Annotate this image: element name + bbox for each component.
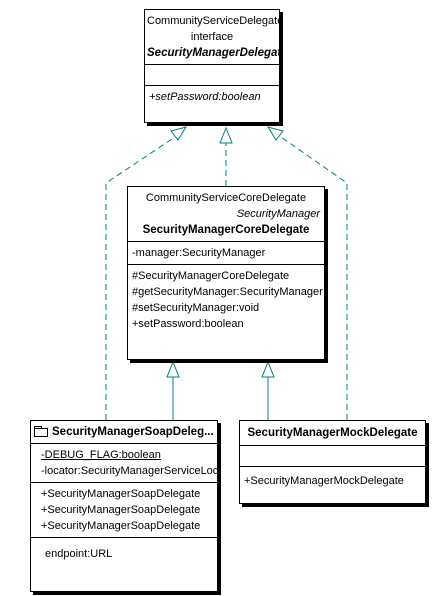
realization-arrowhead-soap	[170, 126, 188, 141]
operations-section: +setPassword:boolean	[145, 85, 279, 108]
kind-label: interface	[190, 31, 234, 43]
stereotype-label: CommunityServiceCoreDelegate	[145, 192, 307, 204]
class-header: CommunityServiceDelegate interface Secur…	[145, 10, 279, 64]
attributes-section	[240, 445, 425, 466]
class-header: CommunityServiceCoreDelegate SecurityMan…	[128, 187, 324, 241]
property-item: endpoint:URL	[45, 548, 113, 560]
operation-item: +setPassword:boolean	[149, 91, 261, 103]
realization-mock-to-interface	[277, 134, 348, 420]
class-name: SecurityManagerMockDelegate	[247, 427, 418, 439]
attributes-section: -DEBUG_FLAG:boolean -locator:SecurityMan…	[31, 443, 217, 482]
operation-item: #setSecurityManager:void	[132, 302, 260, 314]
generalization-arrowhead-soap	[166, 360, 180, 378]
class-header: SecurityManagerMockDelegate	[240, 421, 425, 445]
operation-item: +SecurityManagerSoapDelegate	[41, 488, 201, 500]
operation-item: +SecurityManagerSoapDelegate	[41, 520, 201, 532]
realization-soap-to-interface	[105, 134, 179, 420]
collapse-toggle-icon[interactable]	[34, 425, 48, 437]
attributes-section: -manager:SecurityManager	[128, 241, 324, 264]
class-security-manager-soap-delegate[interactable]: SecurityManagerSoapDeleg... -DEBUG_FLAG:…	[30, 420, 218, 592]
operation-item: #SecurityManagerCoreDelegate	[132, 270, 290, 282]
operation-item: #getSecurityManager:SecurityManager	[132, 286, 323, 298]
class-security-manager-delegate[interactable]: CommunityServiceDelegate interface Secur…	[144, 9, 280, 123]
properties-section: endpoint:URL	[31, 537, 217, 565]
class-name: SecurityManagerSoapDeleg...	[52, 426, 214, 438]
attributes-section	[145, 64, 279, 85]
attribute-item: -locator:SecurityManagerServiceLocator	[41, 465, 218, 477]
operation-item: +SecurityManagerMockDelegate	[244, 475, 404, 487]
generalization-arrowhead-mock	[261, 360, 275, 378]
operations-section: +SecurityManagerSoapDelegate +SecurityMa…	[31, 482, 217, 537]
class-header: SecurityManagerSoapDeleg...	[31, 421, 217, 443]
realization-arrowhead-core	[219, 126, 233, 144]
realization-arrowhead-mock	[266, 126, 284, 141]
class-security-manager-core-delegate[interactable]: CommunityServiceCoreDelegate SecurityMan…	[127, 186, 325, 360]
secondary-label: SecurityManager	[236, 208, 320, 220]
class-name: SecurityManagerCoreDelegate	[142, 224, 310, 236]
class-name: SecurityManagerDelegate	[147, 47, 280, 59]
operation-item: +setPassword:boolean	[132, 318, 244, 330]
attribute-item: -manager:SecurityManager	[132, 247, 266, 259]
attribute-item: -DEBUG_FLAG:boolean	[41, 449, 161, 461]
operation-item: +SecurityManagerSoapDelegate	[41, 504, 201, 516]
operations-section: #SecurityManagerCoreDelegate #getSecurit…	[128, 264, 324, 335]
class-security-manager-mock-delegate[interactable]: SecurityManagerMockDelegate +SecurityMan…	[239, 420, 426, 504]
stereotype-label: CommunityServiceDelegate	[147, 15, 280, 27]
operations-section: +SecurityManagerMockDelegate	[240, 466, 425, 492]
